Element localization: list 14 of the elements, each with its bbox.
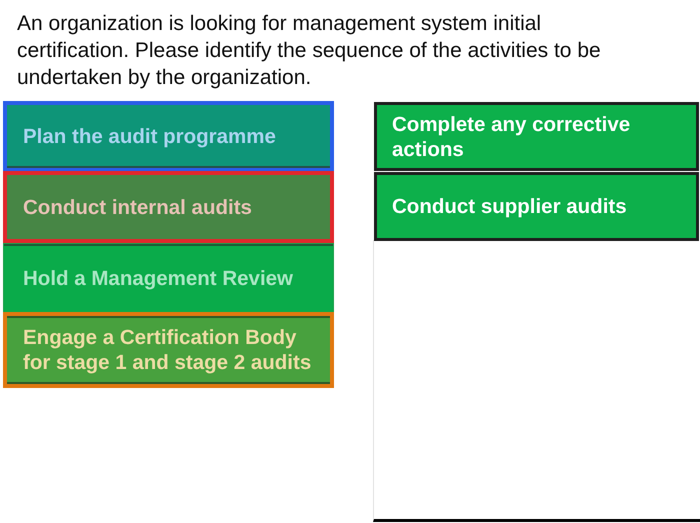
question-text: An organization is looking for management system initial certification. Please identify the sequence of the activities to be undertaken by the organization. [17, 11, 602, 91]
activity-label: Conduct internal audits [23, 194, 253, 220]
activity-label: Conduct supplier audits [392, 194, 628, 219]
activity-tile [374, 102, 699, 171]
activity-label: Complete any corrective actions [392, 112, 632, 162]
activity-tile [3, 243, 334, 313]
drop-area [373, 240, 700, 522]
activity-label: Hold a Management Review [23, 266, 294, 290]
activity-tile [3, 312, 334, 388]
activity-tile [3, 101, 334, 172]
activity-tile [374, 172, 699, 241]
activity-tile [3, 171, 334, 243]
activity-label: Plan the audit programme [23, 124, 277, 149]
activity-label: Engage a Certification Body for stage 1 and stage 2 audits [23, 325, 312, 375]
